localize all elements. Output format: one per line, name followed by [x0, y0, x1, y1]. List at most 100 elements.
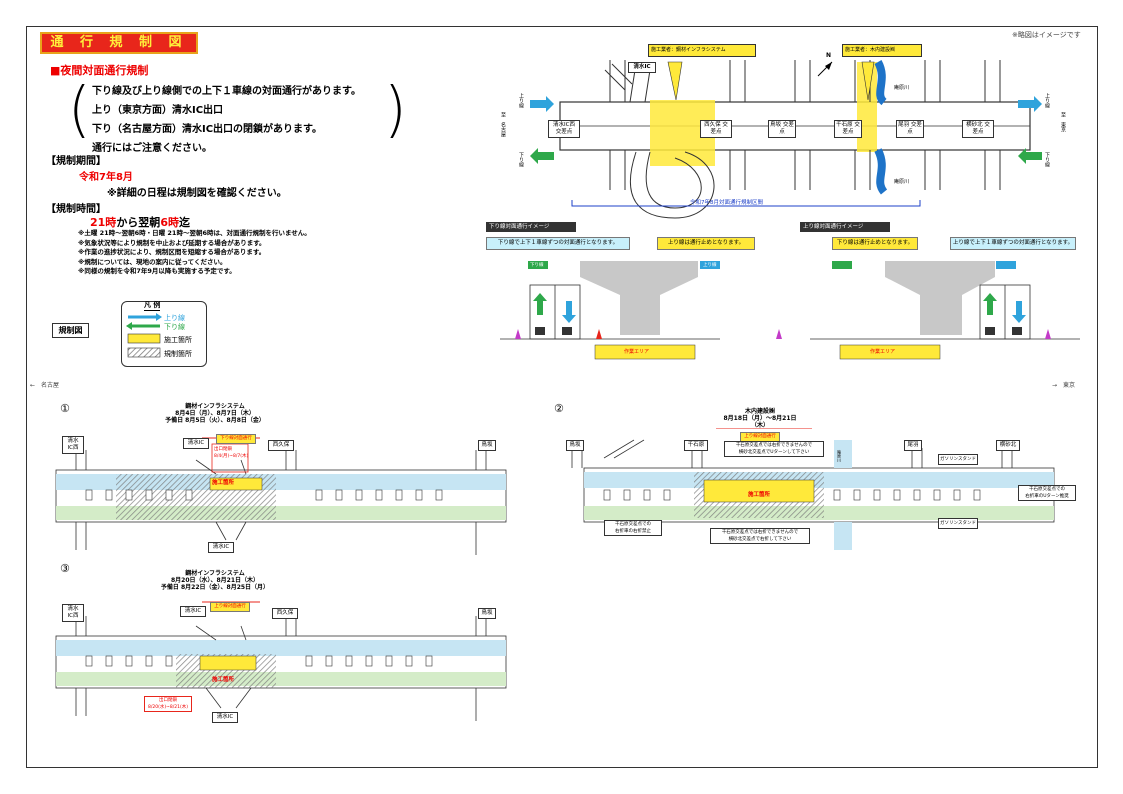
- down-left: 下り線: [518, 152, 524, 167]
- panel3-date1: 8月20日（水）、8月21日（木）: [170, 577, 260, 584]
- right-banner1: 下り線は通行止めとなります。: [832, 237, 918, 250]
- panel2-bottom-note: 千石原交差点では右折できませんので 横砂北交差点で右折して下さい: [710, 528, 810, 544]
- panel1-node-ic-west: 清水 IC西: [62, 436, 84, 454]
- page-frame: [26, 26, 1098, 768]
- contractor1-box: 施工業者：鋼材インフラシステム: [648, 44, 756, 57]
- legend-title: 凡 例: [144, 301, 161, 311]
- kisei-zu-label: 規制図: [52, 323, 89, 338]
- panel1-date1: 8月4日（月）、8月7日（木）: [175, 410, 255, 417]
- panel3-diagram: [55, 601, 507, 721]
- panel2-node-torisaka: 鳥坂: [566, 440, 584, 451]
- section-night: ■夜間対面通行規制: [50, 64, 149, 77]
- time-value: 21時から翌朝6時迄: [90, 216, 190, 229]
- node-shimizu-ic-west: 清水IC西 交差点: [548, 120, 580, 138]
- east-label: 至 東京: [1060, 112, 1066, 132]
- panel2-diagram: [571, 428, 1055, 550]
- panel1-node-torisaka: 鳥坂: [478, 440, 496, 451]
- panel1-node-nishikubo: 西久保: [268, 440, 294, 451]
- note-line: ※土曜 21時～翌朝6時・日曜 21時～翌朝6時は、対面通行規制を行いません。: [78, 229, 311, 237]
- down-right: 下り線: [1044, 152, 1050, 167]
- legend-swatches: [126, 313, 162, 358]
- panel1-node-ic: 清水IC: [183, 438, 209, 449]
- panel1-contractor: 鋼材インフラシステム: [185, 403, 245, 410]
- panel2-num: ②: [554, 402, 564, 415]
- paren-right: ): [384, 73, 407, 145]
- legend-work: 施工箇所: [164, 336, 192, 344]
- period-note: ※詳細の日程は規制図を確認ください。: [107, 188, 287, 199]
- panel1-diagram: [55, 437, 507, 555]
- lane-down-label: 下り線: [530, 263, 544, 268]
- work-area1: 作業エリア: [624, 349, 650, 355]
- node-obane: 尾羽 交差点: [896, 120, 924, 138]
- lane-up-label: 上り線: [703, 263, 717, 268]
- panel3-header: 鋼材インフラシステム 8月20日（水）、8月21日（木） 予備日 8月22日（金…: [160, 570, 270, 591]
- legend-down: 下り線: [164, 323, 185, 331]
- panel2-node-yokosuna-kita: 横砂北: [996, 440, 1020, 451]
- ic-label: 清水IC: [628, 62, 656, 73]
- cross-section: [500, 261, 1080, 360]
- panel3-work: 施工箇所: [212, 677, 235, 683]
- left-banner2: 上り線は通行止めとなります。: [657, 237, 755, 250]
- desc-line: 下り（名古屋方面）清水IC出口の閉鎖があります。: [92, 124, 323, 135]
- period-head: 【規制期間】: [46, 156, 106, 167]
- panel3-node-ic-west: 清水 IC西: [62, 604, 84, 622]
- panel2-left-note: 千石原交差点での 右折車の右折禁止: [604, 520, 662, 536]
- overview-map: [530, 60, 1042, 219]
- up-right: 上り線: [1044, 93, 1050, 108]
- panel2-node-sengokubara: 千石原: [684, 440, 708, 451]
- node-yokosuna-kita: 横砂北 交差点: [962, 120, 994, 138]
- node-sengokubara: 千石原 交差点: [834, 120, 862, 138]
- legend: 凡 例 上り線 下り線 施工箇所 規制箇所: [121, 301, 207, 367]
- page-title: 通 行 規 制 図: [40, 32, 198, 54]
- paren-left: (: [68, 73, 91, 145]
- legend-reg: 規制箇所: [164, 350, 192, 358]
- panel3-num: ③: [60, 562, 70, 575]
- panel2-gs2: ガソリンスタンド: [938, 518, 978, 529]
- period-value: 令和7年8月: [79, 172, 133, 183]
- note-line: ※気象状況等により規制を中止および延期する場合があります。: [78, 238, 266, 247]
- panel2-river: 庵原川: [837, 450, 842, 462]
- panel3-node-nishikubo: 西久保: [272, 608, 298, 619]
- section-label: 令和7年8月対面通行規制区間: [690, 200, 763, 206]
- legend-up: 上り線: [164, 314, 185, 322]
- panel1-header: 鋼材インフラシステム 8月4日（月）、8月7日（木） 予備日 8月5日（火）、8…: [160, 403, 270, 424]
- left-banner1: 下り線で上下１車線ずつの対面通行となります。: [486, 237, 630, 250]
- time-head: 【規制時間】: [46, 204, 106, 215]
- panel2-date: 8月18日（月）～8月21日（木）: [723, 415, 797, 429]
- panel3-reg: 上り線対面通行: [210, 602, 250, 612]
- panel2-work: 施工箇所: [748, 492, 771, 498]
- dir-left: ← 名古屋: [30, 382, 60, 389]
- note-line: ※同様の規制を令和7年9月以降も実施する予定です。: [78, 267, 236, 275]
- north-label: N: [826, 52, 832, 59]
- panel3-contractor: 鋼材インフラシステム: [185, 570, 245, 577]
- panel1-date2: 予備日 8月5日（火）、8月8日（金）: [165, 417, 265, 424]
- desc-line: 通行にはご注意ください。: [92, 143, 212, 154]
- panel3-node-ic: 清水IC: [180, 606, 206, 617]
- notes-block: ※土曜 21時～翌朝6時・日曜 21時～翌朝6時は、対面通行規制を行いません。 …: [78, 229, 398, 277]
- up-left: 上り線: [518, 93, 524, 108]
- desc-line: 上り（東京方面）清水IC出口: [92, 105, 224, 116]
- panel2-warn: 千石原交差点では右折できませんので 横砂北交差点でUターンして下さい: [724, 441, 824, 457]
- panel1-closure: 出口閉鎖 8/4(月)~8/7(木): [214, 447, 249, 459]
- dir-right: → 東京: [1052, 382, 1076, 389]
- right-banner2: 上り線で上下１車線ずつの対面通行となります。: [950, 237, 1076, 250]
- river-top: 庵原川: [894, 85, 910, 91]
- river-bottom: 庵原川: [894, 179, 910, 185]
- panel1-reg: 下り線対面通行: [216, 434, 256, 444]
- panel2-node-obane: 尾羽: [904, 440, 922, 451]
- right-image-head: 上り線対面通行イメージ: [800, 222, 890, 232]
- panel3-node-torisaka: 鳥坂: [478, 608, 496, 619]
- panel2-contractor: 木内建設㈱: [744, 408, 775, 415]
- panel3-closure: 出口閉鎖 8/20(水)~8/21(木): [144, 696, 192, 712]
- panel1-node-ic-bottom: 清水IC: [208, 542, 234, 553]
- panel1-num: ①: [60, 402, 70, 415]
- work-area2: 作業エリア: [870, 349, 896, 355]
- image-note: ※略図はイメージです: [1012, 31, 1081, 39]
- desc-block: 下り線及び上り線側での上下１車線の対面通行があります。 上り（東京方面）清水IC…: [92, 82, 392, 158]
- panel2-right-note: 千石原交差点での 右折車のUターン推奨: [1018, 485, 1076, 501]
- node-nishikubo: 西久保 交差点: [700, 120, 732, 138]
- contractor2-box: 施工業者：木内建設㈱: [842, 44, 922, 57]
- desc-line: 下り線及び上り線側での上下１車線の対面通行があります。: [92, 86, 361, 97]
- panel2-gs1: ガソリンスタンド: [938, 454, 978, 465]
- note-line: ※作業の進捗状況により、規制区間を短縮する場合があります。: [78, 248, 266, 256]
